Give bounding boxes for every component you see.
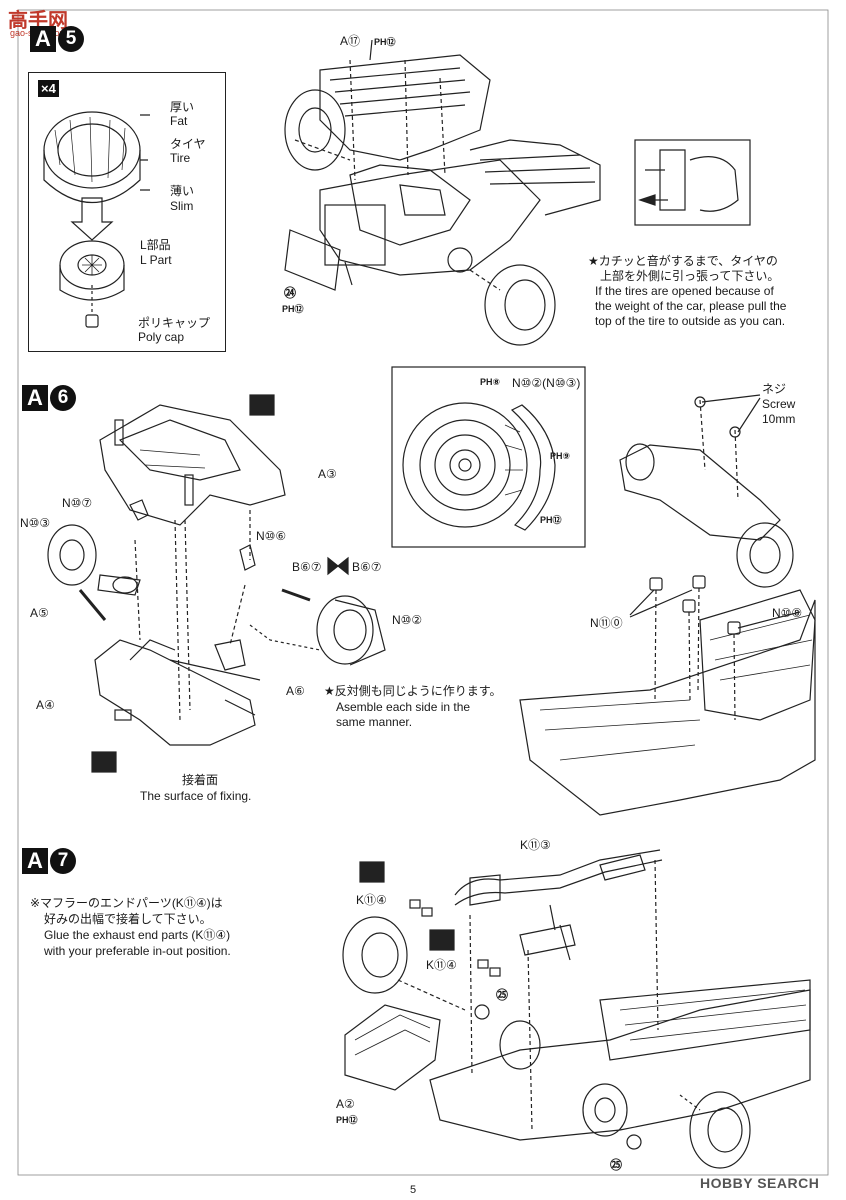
- l-part-label-en: L Part: [140, 253, 172, 267]
- a7-note-jp-1: ※マフラーのエンドパーツ(K⑪④)は: [30, 896, 223, 910]
- ph12-label: PH⑫: [282, 304, 304, 314]
- watermark-hobby-search: HOBBY SEARCH: [700, 1175, 820, 1191]
- multiplier-badge: ×4: [38, 80, 59, 97]
- part-a17-label: A⑰: [340, 34, 361, 48]
- tire-label-en: Tire: [170, 151, 191, 165]
- part-a4-label: A④: [36, 698, 55, 712]
- part-n108-label: N⑩⑧: [772, 606, 803, 620]
- part-n106-label: N⑩⑥: [256, 529, 287, 543]
- ph8-label: PH⑧: [480, 377, 501, 387]
- part-24-label: ㉔: [284, 286, 297, 300]
- fat-label-en: Fat: [170, 114, 188, 128]
- poly-cap-label-en: Poly cap: [138, 330, 185, 344]
- part-a3-label: A③: [318, 467, 337, 481]
- page-number: 5: [410, 1184, 417, 1196]
- part-k114-label: K⑪④: [356, 893, 387, 907]
- ph12-label: PH⑫: [374, 37, 396, 47]
- screw-size-label: 10mm: [762, 412, 796, 426]
- a5-note-en-2: the weight of the car, please pull the: [595, 299, 787, 313]
- part-25-label: ㉕: [610, 1158, 623, 1172]
- a5-note-en-1: If the tires are opened because of: [595, 284, 774, 298]
- part-a2-label: A②: [336, 1097, 355, 1111]
- step-a5-header: A 5: [30, 26, 84, 52]
- step-letter: A: [22, 385, 48, 411]
- poly-cap-label-jp: ポリキャップ: [138, 316, 211, 330]
- fat-label-jp: 厚い: [170, 100, 195, 114]
- step-number: 6: [50, 385, 76, 411]
- ph9-label: PH⑨: [550, 451, 571, 461]
- step-a6-header: A 6: [22, 385, 76, 411]
- screw-label-jp: ネジ: [762, 382, 787, 396]
- a7-note-en-2: with your preferable in-out position.: [44, 944, 231, 958]
- tire-label-jp: タイヤ: [170, 137, 206, 151]
- part-b67-label: B⑥⑦: [292, 560, 322, 574]
- slim-label-en: Slim: [170, 199, 194, 213]
- a6-note-en-1: Asemble each side in the: [336, 700, 471, 714]
- a5-note-jp-2: 上部を外側に引っ張って下さい。: [600, 269, 780, 283]
- fixing-surface-jp: 接着面: [182, 773, 219, 787]
- part-k113-label: K⑪③: [520, 838, 551, 852]
- part-a5-label: A⑤: [30, 606, 49, 620]
- slim-label-jp: 薄い: [170, 184, 195, 198]
- part-b67-mirror-label: B⑥⑦: [352, 560, 382, 574]
- a6-note-en-2: same manner.: [336, 715, 413, 729]
- part-25-label: ㉕: [496, 988, 509, 1002]
- ph12-label: PH⑫: [540, 515, 562, 525]
- step-number: 5: [58, 26, 84, 52]
- ph12-label: PH⑫: [336, 1115, 358, 1125]
- tire-assembly-box: [28, 72, 226, 352]
- a7-note-en-1: Glue the exhaust end parts (K⑪④): [44, 928, 231, 942]
- part-k114-label: K⑪④: [426, 958, 457, 972]
- screw-label-en: Screw: [762, 397, 796, 411]
- part-n102-n103-label: N⑩②(N⑩③): [512, 376, 581, 390]
- step-number: 7: [50, 848, 76, 874]
- step-letter: A: [22, 848, 48, 874]
- part-n103-label: N⑩③: [20, 516, 51, 530]
- a6-note-jp: ★反対側も同じように作ります。: [324, 684, 502, 698]
- a5-note-en-3: top of the tire to outside as you can.: [595, 314, 786, 328]
- part-n110-label: N⑪⓪: [590, 616, 623, 630]
- a5-note-jp-1: ★カチッと音がするまで、タイヤの: [588, 254, 778, 268]
- a7-note-jp-2: 好みの出幅で接着して下さい。: [44, 912, 212, 926]
- step-letter: A: [30, 26, 56, 52]
- fixing-surface-en: The surface of fixing.: [140, 789, 252, 803]
- part-n102-label: N⑩②: [392, 613, 423, 627]
- part-n107-label: N⑩⑦: [62, 496, 93, 510]
- step-a7-header: A 7: [22, 848, 76, 874]
- l-part-label-jp: L部品: [140, 238, 171, 252]
- part-a6-label: A⑥: [286, 684, 305, 698]
